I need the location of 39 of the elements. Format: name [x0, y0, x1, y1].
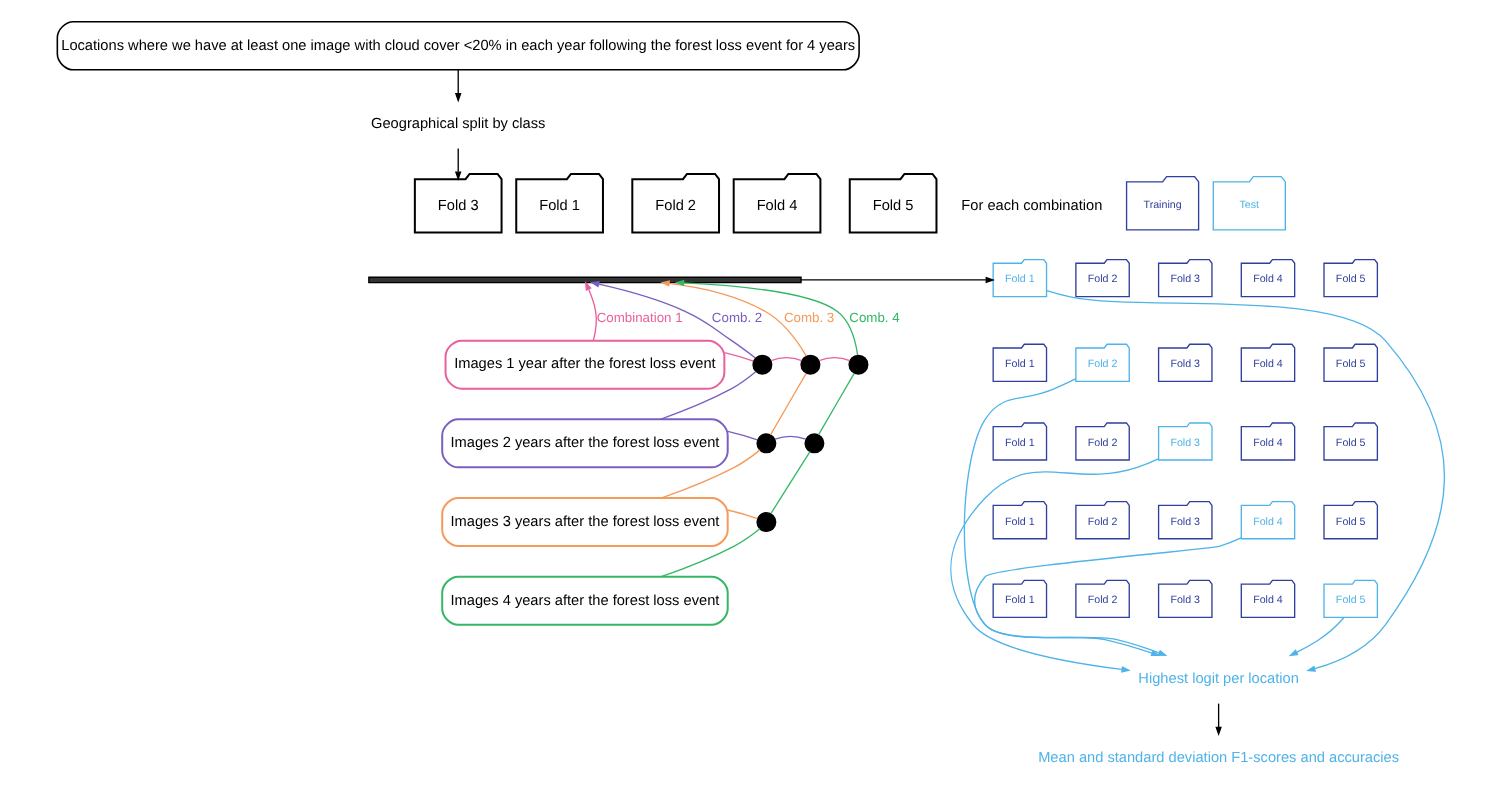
arrow	[1045, 289, 1445, 672]
arrow	[453, 147, 461, 181]
connector	[768, 372, 806, 436]
arrow	[673, 279, 858, 356]
connector	[773, 435, 806, 440]
node-circle	[799, 354, 820, 375]
node-circle	[755, 433, 776, 454]
node-circle	[847, 354, 868, 375]
connector	[659, 449, 760, 499]
connector	[817, 356, 850, 362]
node-box: Images 3 years after the forest loss event	[440, 497, 728, 548]
node-box: Images 2 years after the forest loss event	[440, 418, 728, 469]
arrow	[949, 458, 1158, 673]
connector	[769, 356, 802, 362]
arrow	[453, 69, 461, 103]
node-box: Images 4 years after the forest loss event	[440, 575, 728, 626]
node-box: Locations where we have at least one image with cloud cover <20% in each year following the forest loss event for 4 years	[55, 21, 859, 71]
connector	[722, 351, 754, 362]
node-circle	[803, 433, 824, 454]
arrow	[583, 281, 596, 342]
node-bar	[367, 276, 801, 284]
arrow	[589, 281, 756, 359]
node-text: Highest logit per location	[1137, 669, 1298, 688]
node-circle	[755, 512, 776, 533]
connector	[726, 509, 757, 520]
arrow	[962, 378, 1167, 656]
arrow	[799, 276, 994, 284]
connector	[816, 372, 854, 436]
arrow	[659, 280, 806, 357]
label: For each combination	[960, 195, 1102, 214]
arrow	[1287, 616, 1344, 657]
connector	[769, 451, 810, 515]
arrow	[1214, 702, 1221, 737]
arrow	[972, 537, 1241, 657]
connector	[726, 430, 757, 441]
node-circle	[751, 354, 772, 375]
node-text: Geographical split by class	[370, 114, 545, 133]
node-box: Images 1 year after the forest loss event	[443, 339, 725, 390]
node-text: Mean and standard deviation F1-scores and accuracies	[1037, 747, 1399, 766]
